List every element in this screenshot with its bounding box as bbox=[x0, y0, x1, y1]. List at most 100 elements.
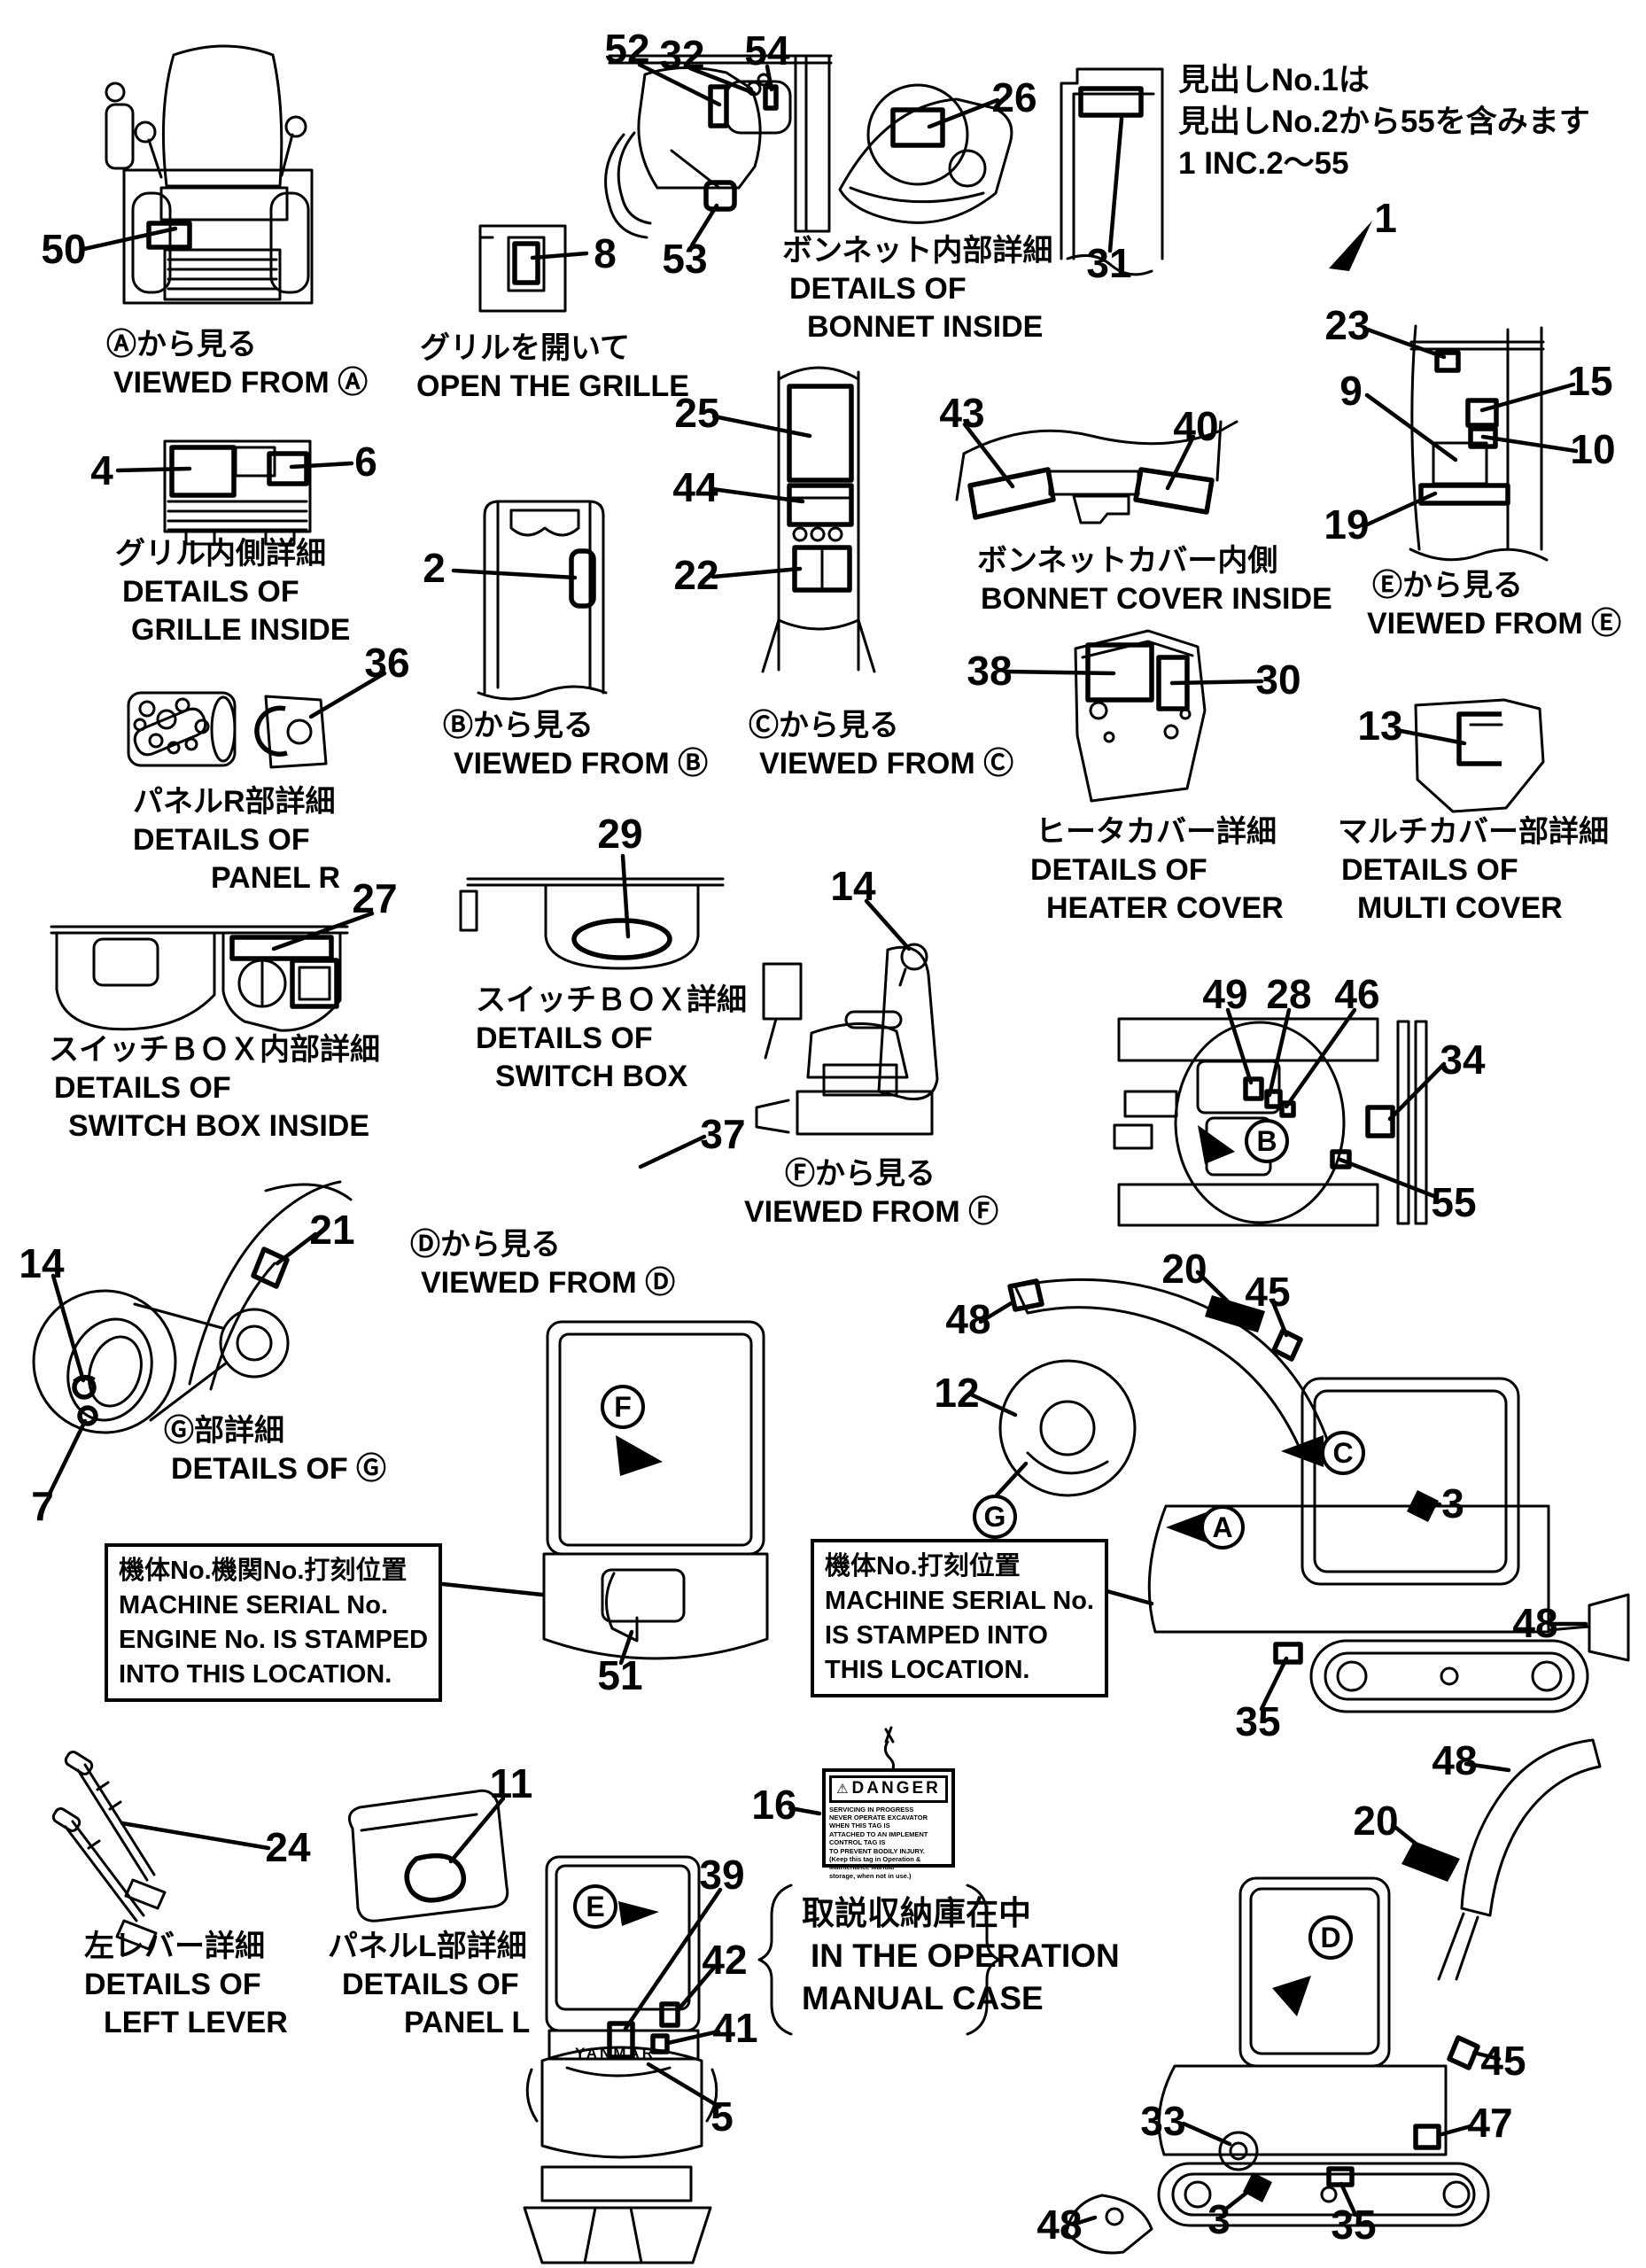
callout-29: 29 bbox=[597, 811, 643, 857]
callout-24: 24 bbox=[265, 1824, 311, 1870]
callout-33: 33 bbox=[1140, 2098, 1186, 2144]
callout-37: 37 bbox=[700, 1111, 746, 1157]
manual-note-line: IN THE OPERATION bbox=[811, 1938, 1120, 1975]
caption-line: ボンネット内部詳細 bbox=[782, 234, 1053, 268]
callout-42: 42 bbox=[702, 1937, 748, 1983]
callout-2: 2 bbox=[423, 545, 446, 591]
callout-25: 25 bbox=[674, 390, 720, 436]
caption-line: VIEWED FROM Ⓓ bbox=[421, 1265, 676, 1300]
callout-6: 6 bbox=[354, 439, 377, 485]
danger-body-line: (Keep this tag in Operation & Maintenanc… bbox=[829, 1854, 921, 1872]
callout-26: 26 bbox=[991, 74, 1037, 120]
fig-seat-side-view bbox=[755, 943, 939, 1136]
callout-39: 39 bbox=[699, 1852, 745, 1898]
caption-line: DETAILS OF bbox=[1341, 852, 1518, 887]
caption-line: DETAILS OF bbox=[122, 574, 299, 609]
callout-11: 11 bbox=[489, 1760, 533, 1806]
caption-line: Ⓖ部詳細 bbox=[164, 1414, 284, 1448]
fig-g-detail bbox=[32, 1180, 353, 1434]
fig-pillar-b bbox=[477, 500, 608, 701]
danger-body-line: ATTACHED TO AN IMPLEMENT CONTROL TAG IS bbox=[829, 1829, 928, 1847]
serial-line: IS STAMPED INTO bbox=[825, 1620, 1048, 1650]
callout-27: 27 bbox=[352, 875, 398, 921]
callout-22: 22 bbox=[673, 552, 719, 598]
caption-line: Ⓓから見る bbox=[410, 1228, 561, 1262]
caption-line: VIEWED FROM Ⓔ bbox=[1367, 606, 1622, 641]
callout-48: 48 bbox=[1037, 2202, 1083, 2248]
callout-3: 3 bbox=[1207, 2196, 1231, 2242]
caption-line: Ⓑから見る bbox=[443, 709, 594, 742]
caption-line: DETAILS OF bbox=[476, 1021, 653, 1055]
caption-line: Ⓕから見る bbox=[785, 1157, 936, 1191]
caption-line: スイッチＢＯＸ内部詳細 bbox=[49, 1033, 380, 1067]
caption-line: BONNET INSIDE bbox=[807, 309, 1044, 344]
fig-bonnet-latch bbox=[838, 83, 1013, 224]
fig-pillar-c bbox=[761, 366, 876, 673]
callout-8: 8 bbox=[594, 230, 617, 276]
caption-line: VIEWED FROM Ⓑ bbox=[454, 746, 709, 781]
callout-50: 50 bbox=[41, 226, 87, 272]
callout-47: 47 bbox=[1467, 2100, 1513, 2146]
view-d-arrow-icon bbox=[1272, 1976, 1311, 2016]
danger-header: ⚠DANGER bbox=[829, 1775, 948, 1803]
view-marker-b: B bbox=[1245, 1119, 1289, 1163]
view-e-arrow-icon bbox=[618, 1901, 659, 1926]
caption-line: DETAILS OF Ⓖ bbox=[171, 1451, 387, 1486]
callout-35: 35 bbox=[1235, 1698, 1281, 1744]
callout-20: 20 bbox=[1353, 1798, 1399, 1844]
callout-3: 3 bbox=[1441, 1480, 1464, 1526]
caption-line: PANEL R bbox=[211, 860, 341, 895]
serial-line: MACHINE SERIAL No. bbox=[825, 1586, 1094, 1615]
serial-line: THIS LOCATION. bbox=[825, 1655, 1030, 1684]
callout-14: 14 bbox=[830, 863, 876, 909]
callout-48: 48 bbox=[1432, 1737, 1478, 1783]
caption-line: DETAILS OF bbox=[84, 1967, 261, 2001]
arrow-1-icon bbox=[1329, 221, 1372, 271]
callout-36: 36 bbox=[364, 640, 410, 686]
caption-line: スイッチＢＯＸ詳細 bbox=[476, 983, 747, 1017]
callout-51: 51 bbox=[597, 1652, 643, 1698]
callout-45: 45 bbox=[1245, 1269, 1291, 1315]
caption-line: GRILLE INSIDE bbox=[131, 612, 351, 647]
note-line: 1 INC.2〜55 bbox=[1178, 145, 1349, 181]
caption-line: ボンネットカバー内側 bbox=[977, 544, 1278, 578]
caption-line: Ⓒから見る bbox=[749, 709, 899, 742]
manual-note-braces bbox=[757, 1884, 1001, 2036]
caption-line: ヒータカバー詳細 bbox=[1036, 815, 1277, 849]
fig-heater-cover bbox=[1074, 629, 1207, 803]
caption-viewed-from-b: Ⓑから見る VIEWED FROM Ⓑ bbox=[443, 707, 708, 783]
caption-line: SWITCH BOX bbox=[495, 1059, 688, 1093]
callout-30: 30 bbox=[1255, 656, 1301, 703]
callout-20: 20 bbox=[1161, 1246, 1207, 1292]
fig-panel-l bbox=[347, 1789, 509, 1922]
serial-line: ENGINE No. IS STAMPED bbox=[119, 1625, 429, 1654]
fig-grille-inside bbox=[163, 439, 312, 546]
view-marker-c: C bbox=[1321, 1431, 1365, 1475]
callout-32: 32 bbox=[659, 32, 705, 78]
callout-28: 28 bbox=[1266, 971, 1312, 1017]
caption-line: パネルL部詳細 bbox=[328, 1930, 527, 1963]
callout-54: 54 bbox=[744, 27, 790, 74]
callout-19: 19 bbox=[1324, 501, 1370, 548]
serial-line: MACHINE SERIAL No. bbox=[119, 1590, 388, 1619]
callout-7: 7 bbox=[31, 1483, 54, 1529]
view-marker-g: G bbox=[973, 1495, 1017, 1539]
caption-line: DETAILS OF bbox=[133, 822, 310, 857]
caption-line: DETAILS OF bbox=[1030, 852, 1207, 887]
fig-excavator-side bbox=[998, 1278, 1630, 1713]
callout-43: 43 bbox=[939, 390, 985, 436]
callout-5: 5 bbox=[710, 2093, 734, 2140]
warning-triangle-icon: ⚠ bbox=[836, 1782, 849, 1797]
callout-16: 16 bbox=[751, 1782, 797, 1828]
manual-note-line: MANUAL CASE bbox=[802, 1980, 1044, 2017]
